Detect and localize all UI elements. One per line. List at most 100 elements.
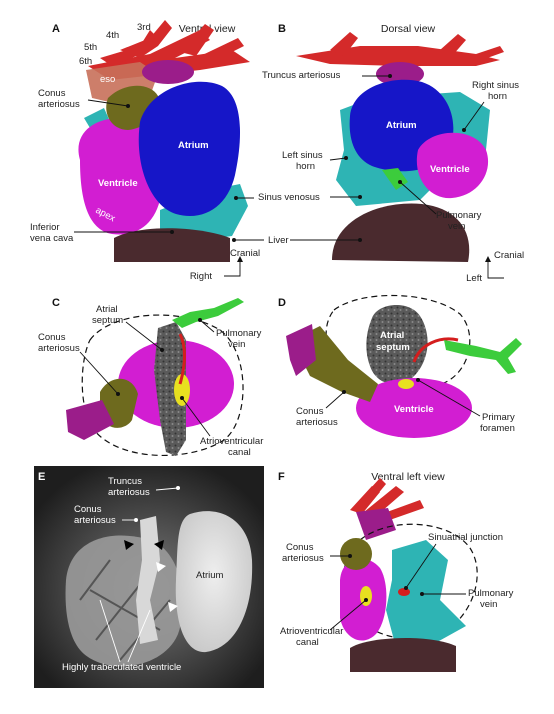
- ivc-label-line1: Inferior: [30, 222, 60, 233]
- panel-f-letter: F: [278, 471, 285, 483]
- septum-dot-c: [160, 348, 164, 352]
- trabeculated-label: Highly trabeculated ventricle: [62, 662, 181, 673]
- left-horn-leader: [329, 157, 347, 161]
- ct-arrowhead-black-2: [154, 540, 164, 550]
- ct-atrium-region: [175, 511, 253, 653]
- av-canal-shape-f: [360, 586, 372, 606]
- septum-shape-d: [366, 304, 428, 385]
- right-horn-label-line1: Right sinus: [472, 80, 519, 91]
- liver-dot-b: [358, 238, 362, 242]
- truncus-label-e-line1: Truncus: [108, 476, 142, 487]
- right-horn-label-line2: horn: [488, 91, 507, 102]
- liver-shape-b: [332, 203, 470, 262]
- conus-label-e-line1: Conus: [74, 504, 102, 515]
- axis-b: [487, 258, 504, 279]
- pulmonary-vein-shape-d: [444, 338, 522, 374]
- sinus-shape-f: [386, 540, 466, 646]
- truncus-label-b: Truncus arteriosus: [262, 70, 341, 81]
- truncus-dot-e: [176, 486, 180, 490]
- pulmonary-vein-label-c-line2: vein: [228, 339, 245, 350]
- rib-label-3rd: 3rd: [137, 22, 151, 33]
- right-horn-dot: [462, 128, 466, 132]
- panel-b: B Dorsal view Atrium Ventricle Truncus a…: [232, 23, 524, 284]
- av-canal-label-c-line2: canal: [228, 447, 251, 458]
- panel-e: E Truncus arteriosus Conus arteriosus At…: [34, 466, 264, 688]
- conus-dot-a: [126, 104, 130, 108]
- conus-leader-c: [79, 351, 119, 395]
- ventricle-label-a: Ventricle: [98, 178, 138, 189]
- liver-shape-f: [350, 637, 456, 672]
- panel-f: F Ventral left view Conus arteriosus Sin…: [278, 471, 514, 672]
- panel-e-letter: E: [38, 471, 45, 483]
- septum-shape-c: [154, 322, 186, 456]
- ct-arrowhead-black-1: [124, 540, 134, 550]
- atrium-label-e: Atrium: [196, 570, 224, 581]
- atrium-label-a: Atrium: [178, 140, 209, 151]
- pulmonary-vein-label-c-line1: Pulmonary: [216, 328, 262, 339]
- rib-label-6th: 6th: [79, 56, 92, 67]
- panel-b-title: Dorsal view: [381, 23, 436, 35]
- foramen-dot-d: [416, 378, 420, 382]
- rib-label-4th: 4th: [106, 30, 119, 41]
- conus-label-c-line2: arteriosus: [38, 343, 80, 354]
- foramen-leader-d: [417, 379, 481, 417]
- panel-a: A Ventral view 3rd 4th 5th 6th eso Atriu…: [30, 20, 260, 282]
- ventricle-label-d: Ventricle: [394, 404, 434, 415]
- pulmonary-vein-dot-c: [198, 318, 202, 322]
- ct-ventricle-region: [65, 535, 183, 667]
- ct-arrowhead-white-2: [168, 602, 178, 612]
- ribs-shape-b: [296, 32, 504, 66]
- truncus-shape-d: [286, 324, 316, 376]
- rib-label-5th: 5th: [84, 42, 97, 53]
- panel-b-letter: B: [278, 23, 286, 35]
- axis-a: [224, 258, 241, 277]
- pulmonary-vein-leader-b: [399, 181, 437, 215]
- conus-shape-f: [340, 538, 372, 570]
- panel-f-title: Ventral left view: [371, 471, 445, 483]
- liver-shape-a: [114, 228, 230, 262]
- conus-label-d-line2: arteriosus: [296, 417, 338, 428]
- av-canal-shape-d: [398, 379, 414, 389]
- liver-dot-a: [232, 238, 236, 242]
- foramen-label-d-line2: foramen: [480, 423, 515, 434]
- ivc-label-line2: vena cava: [30, 233, 74, 244]
- sinus-venosus-leader: [238, 196, 360, 199]
- conus-label-d-line1: Conus: [296, 406, 324, 417]
- axis-b-cranial: Cranial: [494, 250, 524, 261]
- av-canal-dot-f: [364, 598, 368, 602]
- ct-arrowhead-white-1: [156, 562, 166, 572]
- av-canal-dot-c: [180, 396, 184, 400]
- foramen-label-d-line1: Primary: [482, 412, 515, 423]
- atrium-shape-a: [138, 81, 241, 217]
- ventricle-shape-d: [356, 378, 472, 438]
- axis-a-arrow-up: [237, 256, 243, 262]
- foramen-shape-d: [412, 337, 459, 363]
- ivc-dot: [170, 230, 174, 234]
- truncus-dot-b: [388, 74, 392, 78]
- foramen-shape-c: [178, 333, 186, 385]
- pulmonary-vein-label-b-line1: Pulmonary: [436, 210, 482, 221]
- sinuatrial-label: Sinuatrial junction: [428, 532, 503, 543]
- ventricle-label-b: Ventricle: [430, 164, 470, 175]
- panel-d: D Atrial septum Ventricle Conus arterios…: [278, 294, 522, 438]
- pulmonary-vein-shape-b: [382, 168, 408, 190]
- axis-b-arrow-up: [485, 256, 491, 262]
- truncus-shape-f: [356, 508, 396, 540]
- septum-leader-c: [125, 321, 163, 351]
- ct-central-channel: [136, 516, 160, 644]
- liver-label: Liver: [268, 235, 289, 246]
- truncus-shape-b: [376, 62, 424, 86]
- panel-d-dashed-outline: [325, 294, 471, 391]
- left-horn-label-line1: Left sinus: [282, 150, 323, 161]
- conus-leader-d: [325, 391, 345, 409]
- left-horn-label-line2: horn: [296, 161, 315, 172]
- conus-dot-c: [116, 392, 120, 396]
- right-horn-leader: [463, 101, 485, 131]
- pulmonary-vein-leader-c: [199, 319, 215, 333]
- conus-label-f-line2: arteriosus: [282, 553, 324, 564]
- pulmonary-vein-label-f-line1: Pulmonary: [468, 588, 514, 599]
- axis-b-left: Left: [466, 273, 482, 284]
- av-canal-leader-f: [329, 599, 367, 631]
- pulmonary-vein-label-f-line2: vein: [480, 599, 497, 610]
